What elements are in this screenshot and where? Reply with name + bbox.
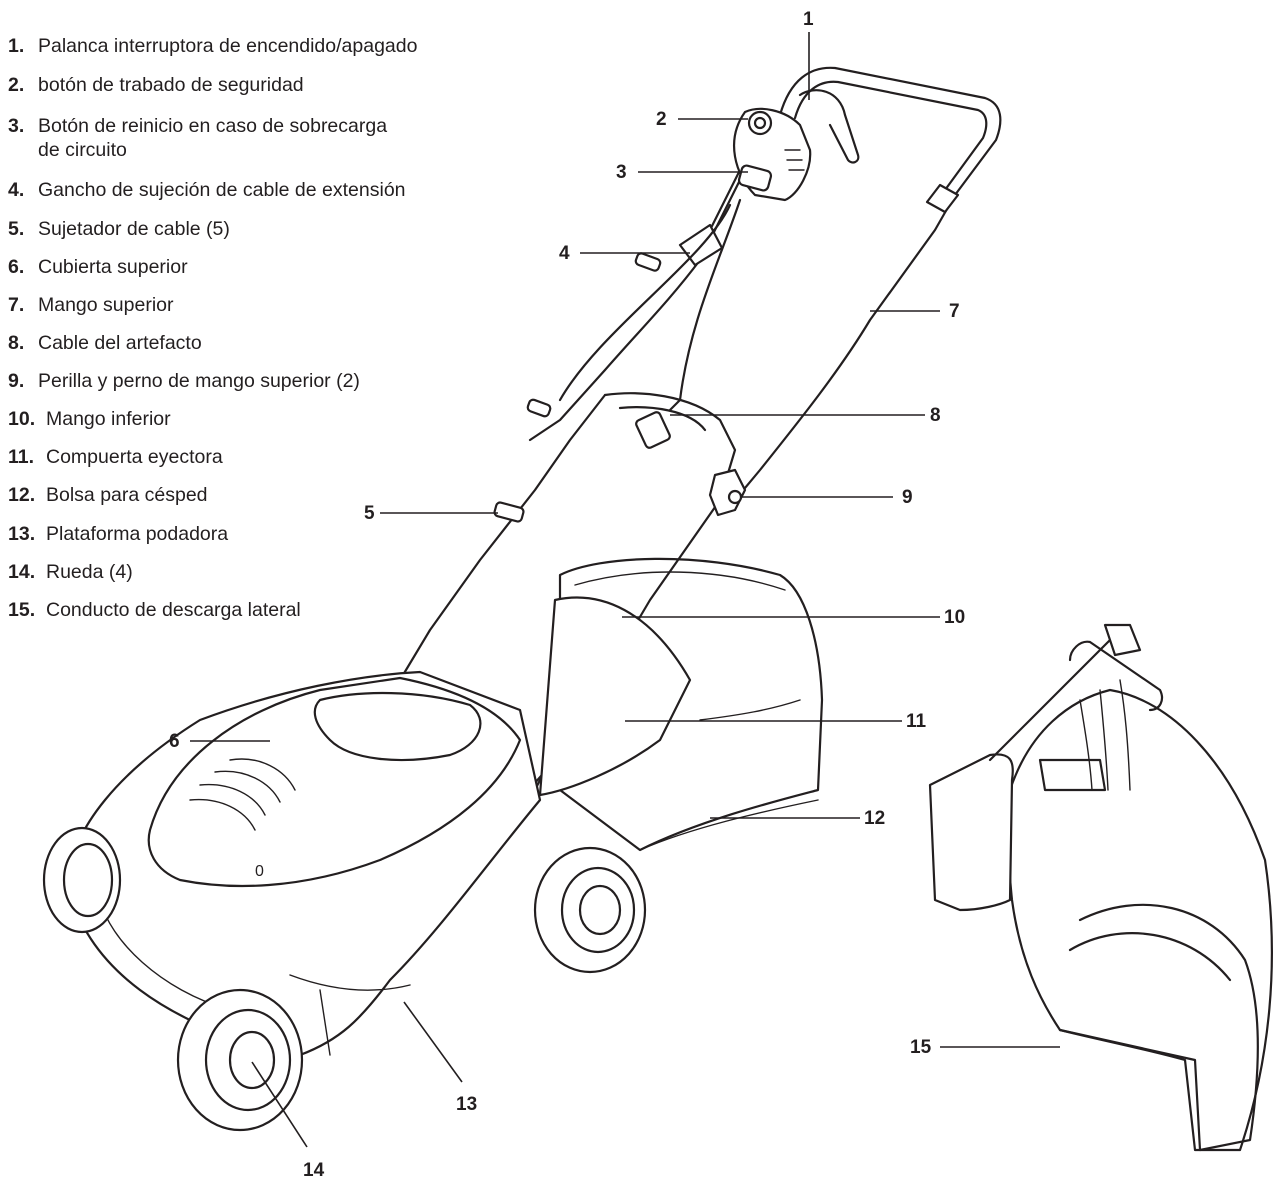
callout-numbers: 1 2 3 4 5 6 7 8 9 10 11 12 13 14 15 <box>169 9 965 1181</box>
legend-item: 5.Sujetador de cable (5) <box>8 218 230 240</box>
leader-lines <box>190 32 1060 1148</box>
legend-item: 1.Palanca interruptora de encendido/apag… <box>8 35 418 57</box>
callout-8: 8 <box>930 405 941 426</box>
switch-box <box>733 89 860 202</box>
side-discharge-chute <box>928 623 1273 1152</box>
legend-item: 13.Plataforma podadora <box>8 523 229 545</box>
callout-14: 14 <box>303 1160 325 1181</box>
callout-12: 12 <box>864 808 885 829</box>
legend-item: 9.Perilla y perno de mango superior (2) <box>8 370 360 392</box>
deck-mark: 0 <box>255 863 264 880</box>
legend-item: 4.Gancho de sujeción de cable de extensi… <box>8 179 406 201</box>
legend-item: 3.Botón de reinicio en caso de sobrecarg… <box>8 115 388 161</box>
top-cover <box>147 676 522 888</box>
legend-item: 15.Conducto de descarga lateral <box>8 599 301 621</box>
callout-2: 2 <box>656 109 667 130</box>
callout-4: 4 <box>559 243 570 264</box>
callout-6: 6 <box>169 731 180 752</box>
callout-7: 7 <box>949 301 960 322</box>
ejector-door <box>538 596 692 797</box>
appliance-cord <box>558 198 742 449</box>
callout-10: 10 <box>944 607 965 628</box>
legend-item: 14.Rueda (4) <box>8 561 133 583</box>
legend-item: 7.Mango superior <box>8 294 174 316</box>
wheel-rear-right <box>533 846 647 974</box>
callout-13: 13 <box>456 1094 477 1115</box>
safety-lockout-button-center <box>753 116 767 130</box>
handle-knob <box>708 468 747 517</box>
callout-15: 15 <box>910 1037 932 1058</box>
switch-lever <box>798 89 860 164</box>
callout-1: 1 <box>803 9 814 30</box>
callout-5: 5 <box>364 503 375 524</box>
legend-item: 8.Cable del artefacto <box>8 332 202 354</box>
cord-clamps <box>493 252 662 523</box>
callout-9: 9 <box>902 487 913 508</box>
wheel-rear-left <box>42 826 122 934</box>
wheel-front-left <box>176 988 304 1132</box>
legend-item: 2.botón de trabado de seguridad <box>8 74 304 96</box>
legend-item: 10.Mango inferior <box>8 408 171 430</box>
legend-item: 6.Cubierta superior <box>8 256 188 278</box>
legend-item: 11.Compuerta eyectora <box>8 446 223 468</box>
legend-item: 12.Bolsa para césped <box>8 484 208 506</box>
callout-3: 3 <box>616 162 627 183</box>
callout-11: 11 <box>906 711 927 732</box>
